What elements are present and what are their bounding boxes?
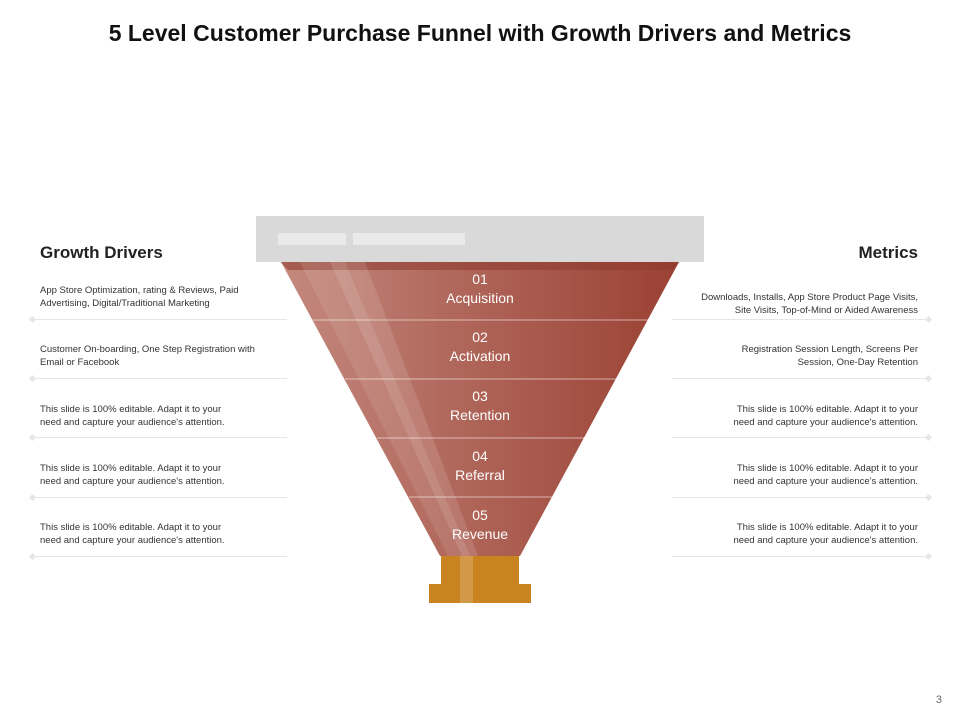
metric-text: This slide is 100% editable. Adapt it to… [658,521,918,547]
row-divider [32,378,287,379]
base-highlight [460,556,473,603]
growth-driver-text: App Store Optimization, rating & Reviews… [40,284,300,310]
growth-driver-text: This slide is 100% editable. Adapt it to… [40,403,300,429]
text-line: This slide is 100% editable. Adapt it to… [40,463,222,474]
stage-name: Referral [455,467,505,483]
text-line: Session, One-Day Retention [797,357,918,368]
row-divider [672,319,930,320]
row-divider [32,556,287,557]
funnel-body [281,262,679,556]
row-divider [672,378,930,379]
stage-number: 02 [472,329,488,345]
lid-highlight-1 [278,233,346,245]
growth-driver-text: This slide is 100% editable. Adapt it to… [40,462,300,488]
funnel-rim [281,262,679,270]
text-line: This slide is 100% editable. Adapt it to… [40,522,222,533]
metric-text: Downloads, Installs, App Store Product P… [658,291,918,317]
text-line: need and capture your audience's attenti… [40,476,225,487]
text-line: This slide is 100% editable. Adapt it to… [736,463,918,474]
text-line: Customer On-boarding, One Step Registrat… [40,344,255,355]
text-line: need and capture your audience's attenti… [733,476,918,487]
stage-label: 04 Referral [380,447,580,485]
stage-label: 02 Activation [380,328,580,366]
metrics-heading: Metrics [858,243,918,262]
stage-name: Acquisition [446,290,514,306]
stage-label: 01 Acquisition [380,270,580,308]
row-divider [672,556,930,557]
stage-number: 04 [472,448,488,464]
row-divider [32,437,287,438]
text-line: Registration Session Length, Screens Per [741,344,918,355]
text-line: This slide is 100% editable. Adapt it to… [40,404,222,415]
metric-text: Registration Session Length, Screens Per… [658,343,918,369]
text-line: This slide is 100% editable. Adapt it to… [736,404,918,415]
row-divider [32,497,287,498]
growth-drivers-heading: Growth Drivers [40,243,163,262]
stage-label: 05 Revenue [380,506,580,544]
stage-number: 01 [472,271,488,287]
funnel-base [429,584,531,603]
text-line: Site Visits, Top-of-Mind or Aided Awaren… [734,305,918,316]
stage-number: 05 [472,507,488,523]
row-divider [672,497,930,498]
row-divider [672,437,930,438]
text-line: need and capture your audience's attenti… [40,417,225,428]
row-divider [32,319,287,320]
text-line: need and capture your audience's attenti… [40,535,225,546]
growth-driver-text: This slide is 100% editable. Adapt it to… [40,521,300,547]
text-line: need and capture your audience's attenti… [733,417,918,428]
funnel-streak-1 [300,262,470,556]
text-line: Advertising, Digital/Traditional Marketi… [40,298,210,309]
metric-text: This slide is 100% editable. Adapt it to… [658,403,918,429]
lid-highlight-2 [353,233,465,245]
metric-text: This slide is 100% editable. Adapt it to… [658,462,918,488]
stage-name: Activation [449,348,511,364]
text-line: This slide is 100% editable. Adapt it to… [736,522,918,533]
text-line: need and capture your audience's attenti… [733,535,918,546]
page-title: 5 Level Customer Purchase Funnel with Gr… [108,20,852,46]
stage-label: 03 Retention [380,387,580,425]
stage-name: Revenue [451,526,509,542]
text-line: Email or Facebook [40,357,120,368]
growth-driver-text: Customer On-boarding, One Step Registrat… [40,343,300,369]
text-line: Downloads, Installs, App Store Product P… [701,292,918,303]
stage-name: Retention [450,407,510,423]
stage-number: 03 [472,388,488,404]
funnel-streak-2 [330,262,478,556]
text-line: App Store Optimization, rating & Reviews… [40,285,239,296]
page-number: 3 [935,694,942,706]
funnel-neck [441,556,519,584]
